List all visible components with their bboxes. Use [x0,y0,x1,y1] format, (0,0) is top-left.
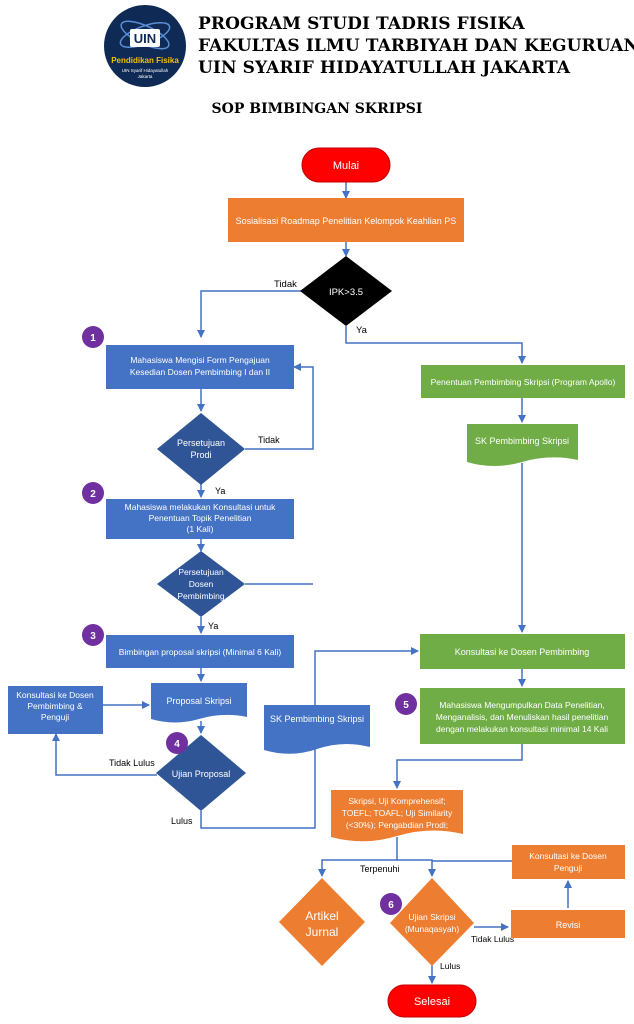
sk-right-label: SK Pembimbing Skripsi [475,436,569,446]
revisi-process [511,910,625,938]
mengumpulkan-line-2: Menganalisis, dan Menuliskan hasil penel… [436,712,609,722]
konsultasi-topik-line-1: Mahasiswa melakukan Konsultasi untuk [125,502,276,512]
step-number-5: 5 [403,700,409,711]
proposal-label: Proposal Skripsi [166,696,231,706]
mengumpulkan-line-3: dengan melakukan konsultasi minimal 14 K… [436,724,608,734]
ipk-yes-label: Ya [356,325,368,336]
step-marker-3 [82,624,104,646]
step-marker-5 [395,693,417,715]
persetujuan-dosen-decision [157,551,245,617]
ipk-decision [300,256,392,326]
end-terminator [387,984,477,1018]
konsultasi-topik-process [106,499,294,539]
ipk-label: IPK>3.5 [329,287,363,298]
prodi-yes-label: Ya [215,486,225,496]
step-markers: 1 2 3 4 5 6 [82,326,417,915]
sk-pembimbing-right-document [467,424,578,466]
penentuan-pembimbing-process [421,365,625,398]
step-number-1: 1 [90,333,96,344]
prodi-line-2: Prodi [190,450,211,460]
artikel-line-1: Artikel [305,909,338,923]
syarat-line-1: Skripsi, Uji Komprehensif; [348,796,445,806]
penentuan-label: Penentuan Pembimbing Skripsi (Program Ap… [431,377,616,387]
ujian-proposal-decision [156,735,246,811]
header-line-3: UIN SYARIF HIDAYATULLAH JAKARTA [198,58,571,78]
syarat-line-2: TOEFL; TOAFL; Uji Similarity [342,808,453,818]
form-pengajuan-process [106,345,294,389]
pendidikan-fisika-logo: UIN Pendidikan Fisika UIN Syarif Hidayat… [104,5,186,87]
end-label: Selesai [414,996,450,1008]
bimbingan-label: Bimbingan proposal skripsi (Minimal 6 Ka… [119,647,282,657]
dosen-line-2: Dosen [189,579,214,589]
konsultasi-penguji-line-2: Pembimbing & [27,701,83,711]
konsultasi-penguji-line-3: Penguji [41,712,69,722]
logo-sub2-text: Jakarta [138,74,153,79]
step-marker-2 [82,482,104,504]
logo-sub1-text: UIN Syarif Hidayatullah [122,68,169,73]
step-number-4: 4 [174,739,180,750]
persetujuan-prodi-decision [157,413,245,485]
mengumpulkan-data-process [420,688,625,744]
step-number-2: 2 [90,489,96,500]
konsultasi-dosen-process [420,634,625,669]
konsultasi-dosen-penguji-line-1: Konsultasi ke Dosen [529,851,607,861]
header-line-1: PROGRAM STUDI TADRIS FISIKA [198,14,525,34]
tidak-lulus-label: Tidak Lulus [109,758,155,768]
header-line-2: FAKULTAS ILMU TARBIYAH DAN KEGURUAN [198,36,634,56]
page-title: SOP BIMBINGAN SKRIPSI [211,101,423,117]
start-label: Mulai [333,160,359,172]
ujian-skripsi-line-1: Ujian Skripsi [408,912,455,922]
konsultasi-penguji-line-1: Konsultasi ke Dosen [16,690,94,700]
terpenuhi-label: Terpenuhi [360,864,400,874]
step-marker-6 [380,893,402,915]
ujian-skripsi-decision [390,878,474,966]
skripsi-lulus-label: Lulus [440,961,460,971]
prodi-line-1: Persetujuan [177,438,225,448]
ujian-proposal-label: Ujian Proposal [172,769,231,779]
dosen-line-1: Persetujuan [178,567,224,577]
proposal-skripsi-document [151,683,247,723]
ipk-no-label: Tidak [274,279,297,290]
sosialisasi-label: Sosialisasi Roadmap Penelitian Kelompok … [236,216,457,226]
dosen-yes-label: Ya [208,621,218,631]
sk-left-label: SK Pembimbing Skripsi [270,714,364,724]
konsultasi-penguji-process [8,686,103,734]
konsultasi-dosen-penguji-process [512,845,625,879]
konsultasi-dosen-label: Konsultasi ke Dosen Pembimbing [455,647,590,657]
step-marker-1 [82,326,104,348]
sosialisasi-process [228,198,464,242]
artikel-jurnal-shape [279,878,365,966]
mengumpulkan-line-1: Mahasiswa Mengumpulkan Data Penelitian, [439,700,604,710]
form-pengajuan-line-1: Mahasiswa Mengisi Form Pengajuan [130,355,270,365]
artikel-line-2: Jurnal [306,925,339,939]
konsultasi-topik-line-2: Penentuan Topik Penelitian [149,513,252,523]
syarat-document [331,790,463,842]
bimbingan-proposal-process [106,635,294,668]
konsultasi-topik-line-3: (1 Kali) [187,524,214,534]
prodi-no-label: Tidak [258,435,280,445]
skripsi-tidak-lulus-label: Tidak Lulus [471,934,514,944]
flow-connectors [52,182,572,984]
logo-mark-text: UIN [134,31,156,46]
lulus-label: Lulus [171,816,193,826]
syarat-line-3: (<30%); Pengabdian Prodi; [346,820,448,830]
sk-pembimbing-left-document [264,705,370,754]
step-marker-4 [166,732,188,754]
form-pengajuan-line-2: Kesedian Dosen Pembimbing I dan II [130,367,270,377]
logo-name-text: Pendidikan Fisika [111,56,179,65]
start-terminator [301,147,391,183]
ujian-skripsi-line-2: (Munaqasyah) [405,924,460,934]
step-number-6: 6 [388,900,394,911]
konsultasi-dosen-penguji-line-2: Penguji [554,863,582,873]
dosen-line-3: Pembimbing [177,591,225,601]
logo-emblem: UIN Pendidikan Fisika UIN Syarif Hidayat… [111,20,179,79]
step-number-3: 3 [90,631,96,642]
revisi-label: Revisi [556,920,581,930]
